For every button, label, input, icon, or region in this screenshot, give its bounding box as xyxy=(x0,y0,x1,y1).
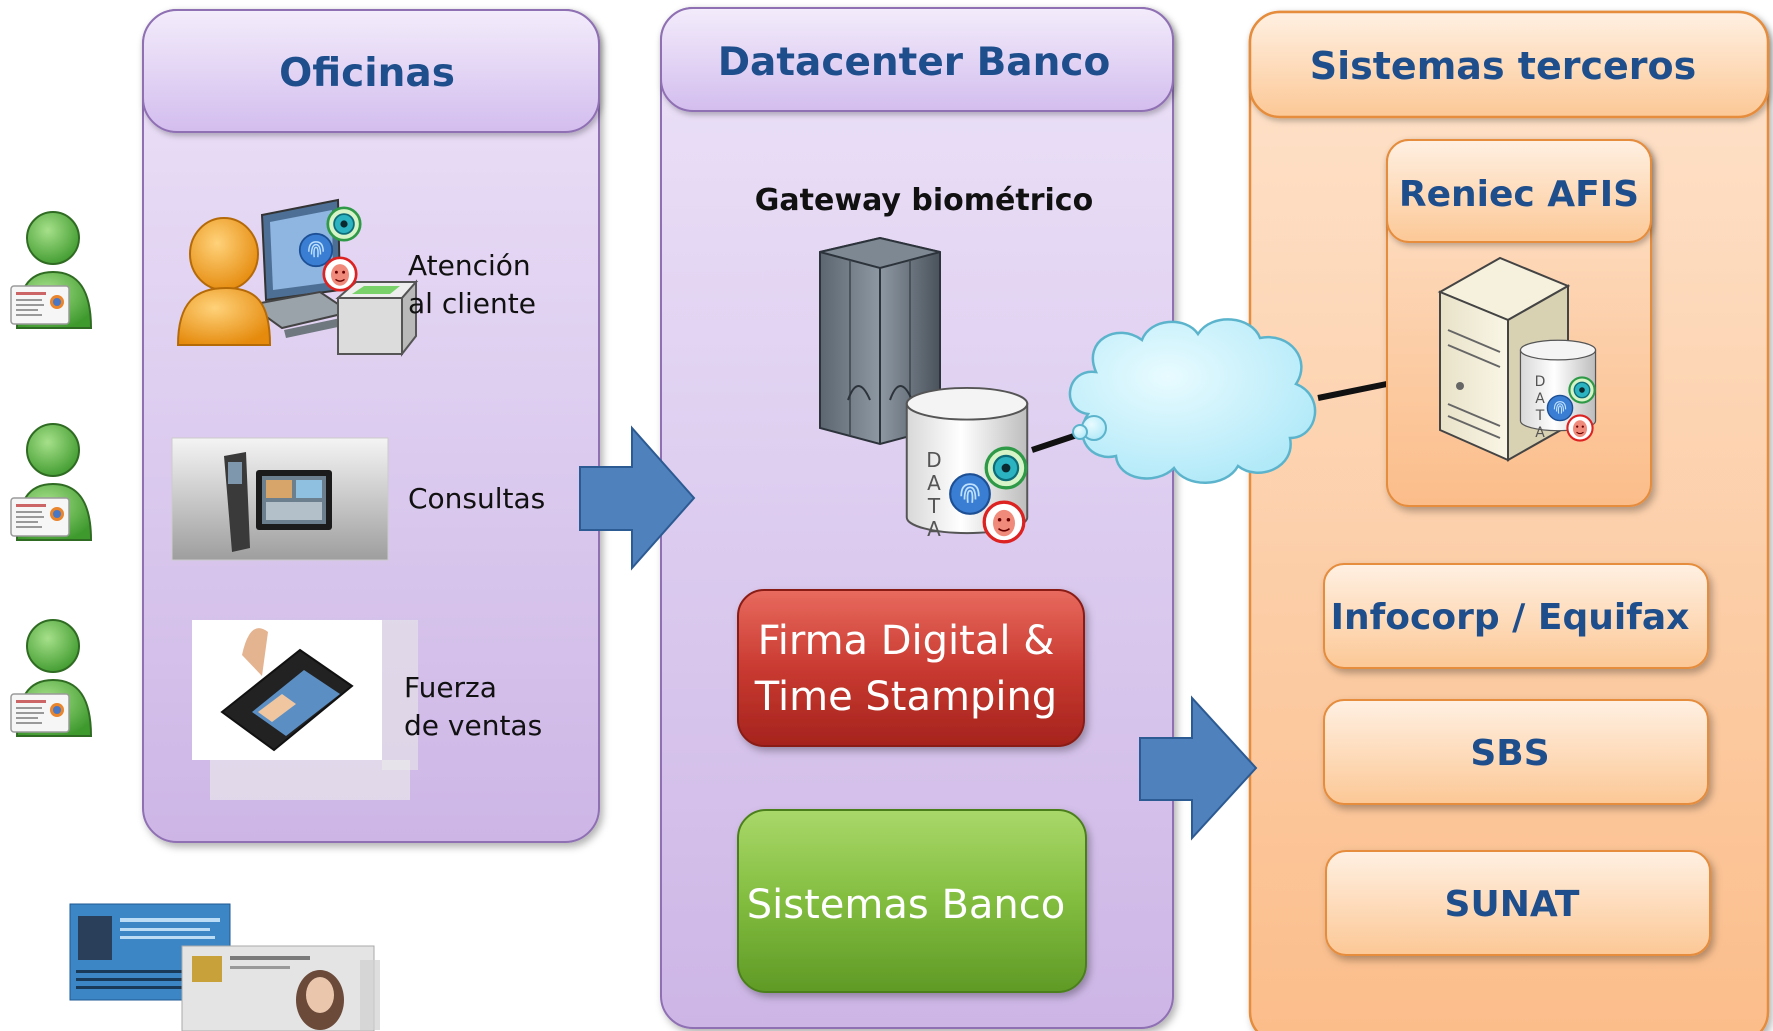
terceros-title: Sistemas terceros xyxy=(1310,44,1696,88)
svg-text:A: A xyxy=(1535,391,1545,407)
customer-with-id-card-icon xyxy=(10,618,93,738)
reniec-label: Reniec AFIS xyxy=(1399,174,1639,215)
svg-text:T: T xyxy=(1535,408,1545,424)
fingerprint-tablet-icon xyxy=(192,620,418,800)
firma-label-line2: Time Stamping xyxy=(754,674,1057,720)
svg-text:D: D xyxy=(1535,374,1546,390)
gateway-label: Gateway biométrico xyxy=(755,183,1093,218)
reniec-database-icon: D A T A xyxy=(1519,339,1597,442)
svg-text:A: A xyxy=(1535,425,1545,441)
server-rack-icon xyxy=(819,236,941,446)
sbs-label: SBS xyxy=(1470,733,1549,774)
kiosk-tablet-icon xyxy=(171,437,389,561)
id-documents-icon xyxy=(69,903,380,1031)
cloud-icon xyxy=(1068,318,1317,484)
fuerza-label-line2: de ventas xyxy=(404,709,542,742)
firma-label-line1: Firma Digital & xyxy=(758,618,1055,664)
database-icon: D A T A xyxy=(905,386,1029,544)
infocorp-equifax-box: Infocorp / Equifax xyxy=(1323,563,1709,669)
oficinas-title: Oficinas xyxy=(279,51,455,96)
terceros-header xyxy=(1248,10,1770,119)
arrow-datacenter-to-terceros xyxy=(1139,695,1258,841)
oficinas-header xyxy=(142,9,600,133)
svg-text:D: D xyxy=(926,448,941,472)
datacenter-title: Datacenter Banco xyxy=(718,40,1111,85)
svg-text:T: T xyxy=(927,494,941,518)
consultas-label: Consultas xyxy=(408,482,545,515)
infocorp-label: Infocorp / Equifax xyxy=(1331,597,1690,638)
sunat-label: SUNAT xyxy=(1445,884,1580,925)
arrow-oficinas-to-datacenter xyxy=(579,425,696,571)
datacenter-header xyxy=(660,7,1174,112)
svg-text:A: A xyxy=(927,471,941,495)
sistemas-banco-label: Sistemas Banco xyxy=(747,882,1065,928)
firma-digital-box: Firma Digital & Time Stamping xyxy=(737,589,1085,747)
sbs-box: SBS xyxy=(1323,699,1709,805)
svg-text:A: A xyxy=(927,517,941,541)
sistemas-banco-box: Sistemas Banco xyxy=(737,809,1087,993)
fuerza-label-line1: Fuerza xyxy=(404,671,497,704)
atencion-label-line1: Atención xyxy=(408,249,531,282)
customer-with-id-card-icon xyxy=(10,422,93,542)
agent-workstation-icon xyxy=(176,198,419,357)
customer-with-id-card-icon xyxy=(10,210,93,330)
atencion-label-line2: al cliente xyxy=(408,287,536,320)
sunat-box: SUNAT xyxy=(1325,850,1711,956)
